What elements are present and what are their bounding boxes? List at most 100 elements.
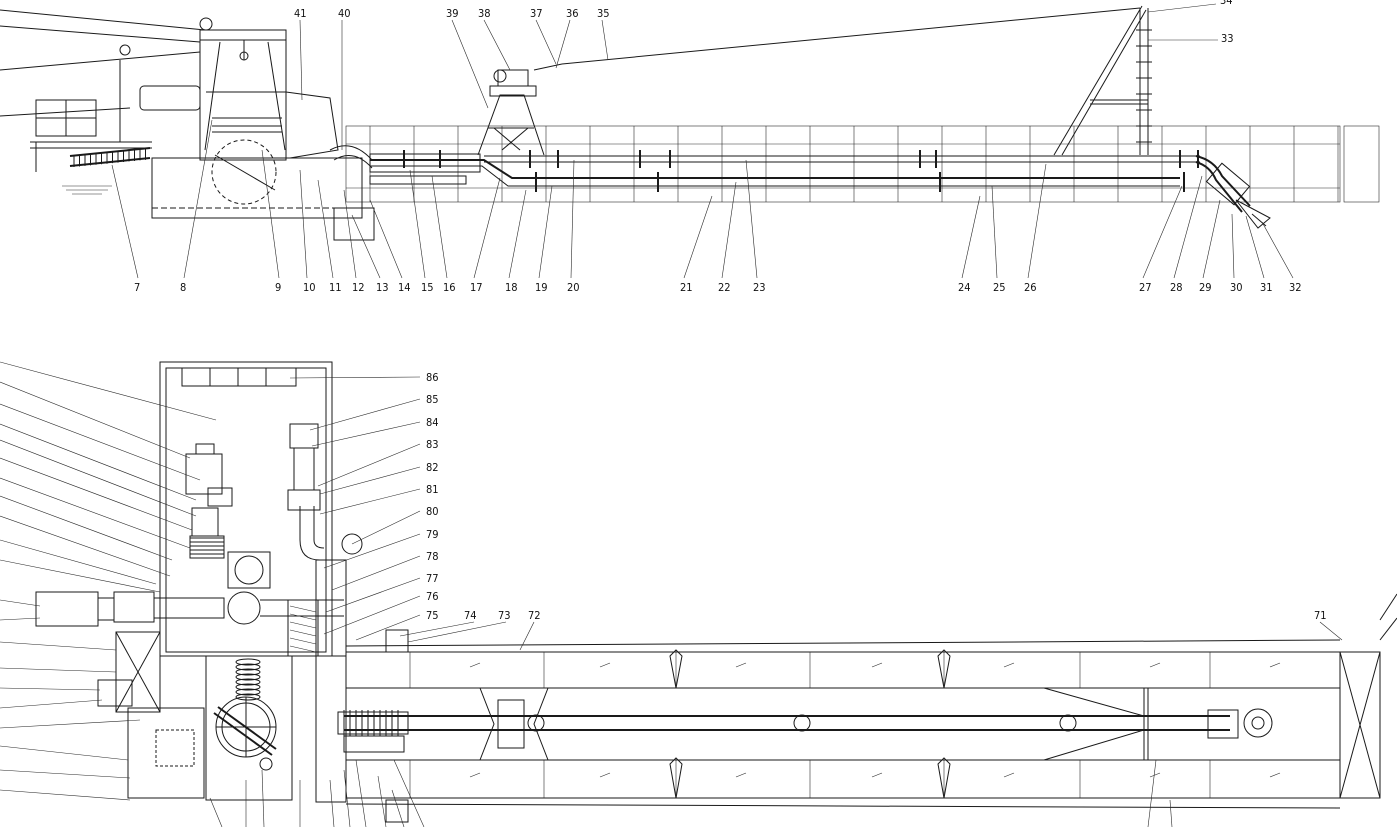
leader-line xyxy=(323,533,421,569)
side-label: 26 xyxy=(1024,281,1037,294)
side-label: 35 xyxy=(597,7,610,20)
leader-line xyxy=(570,159,575,279)
side-label: 13 xyxy=(376,281,389,294)
leader-line xyxy=(0,599,41,607)
side-label: 29 xyxy=(1199,281,1212,294)
leader-line xyxy=(1027,163,1047,279)
side-label: 15 xyxy=(421,281,434,294)
leader-line xyxy=(343,769,351,827)
spring-coil xyxy=(235,693,261,701)
frame-mark xyxy=(469,662,481,668)
pontoon-bulkhead xyxy=(669,649,683,689)
hatch-line xyxy=(289,637,317,645)
leader-line xyxy=(1169,799,1173,827)
side-label: 39 xyxy=(446,7,459,20)
leader-line xyxy=(0,699,103,709)
side-label: 14 xyxy=(398,281,411,294)
leader-line xyxy=(0,789,131,801)
leader-line xyxy=(299,19,303,101)
hatch-line xyxy=(289,605,317,613)
leader-line xyxy=(289,376,421,379)
leader-line xyxy=(0,667,117,673)
side-label: 38 xyxy=(478,7,491,20)
leader-line xyxy=(1173,175,1203,279)
frame-mark xyxy=(1003,662,1015,668)
hatch-line xyxy=(289,621,317,629)
leader-line xyxy=(961,195,981,279)
leader-line xyxy=(1147,759,1157,827)
hatch-line xyxy=(289,645,317,653)
partition-panel xyxy=(287,559,347,803)
frame-mark xyxy=(735,772,747,778)
leader-line xyxy=(0,769,131,779)
pontoon-frame-grid xyxy=(345,125,1380,203)
side-label: 17 xyxy=(470,281,483,294)
leader-line xyxy=(317,443,421,487)
leader-line xyxy=(323,595,421,635)
leader-line xyxy=(209,797,223,827)
leader-line xyxy=(519,621,535,651)
plan-label: 72 xyxy=(528,609,541,622)
rigging-wires xyxy=(0,7,1141,117)
spring-coil xyxy=(235,658,261,666)
leader-line xyxy=(0,361,217,421)
leader-line xyxy=(0,515,171,577)
flexible-hose-left xyxy=(69,147,151,167)
leader-line xyxy=(0,539,157,585)
gantry-a-frame xyxy=(477,63,563,156)
pontoon-bulkhead xyxy=(937,757,951,799)
leader-line xyxy=(1231,213,1235,279)
plan-label: 73 xyxy=(498,609,511,622)
side-label: 21 xyxy=(680,281,693,294)
side-label: 34 xyxy=(1220,0,1233,7)
plan-label: 86 xyxy=(426,371,439,384)
machinery-house xyxy=(159,361,333,657)
leader-line xyxy=(355,614,421,641)
plan-label: 74 xyxy=(464,609,477,622)
leader-line xyxy=(0,403,201,481)
main-hull xyxy=(151,157,375,241)
spring-coil xyxy=(235,678,261,686)
leader-line xyxy=(391,789,405,827)
leader-line xyxy=(261,769,265,827)
plan-label: 76 xyxy=(426,590,439,603)
cutter-ladder xyxy=(1195,155,1271,229)
side-bottom-labels: 7 8 9 10 11 12 13 14 15 16 17 18 19 20 2… xyxy=(134,281,1302,294)
leader-line xyxy=(451,19,489,109)
leader-line xyxy=(538,185,553,279)
side-label: 36 xyxy=(566,7,579,20)
pontoon-bulkhead xyxy=(669,757,683,799)
leader-line xyxy=(0,745,129,761)
frame-mark xyxy=(1003,772,1015,778)
leader-line xyxy=(0,423,197,501)
leader-line xyxy=(0,439,197,517)
plan-leader-lines xyxy=(209,376,1343,827)
leader-line xyxy=(0,381,191,459)
leader-line xyxy=(299,169,308,279)
side-label: 40 xyxy=(338,7,351,20)
frame-mark xyxy=(599,772,611,778)
side-label: 18 xyxy=(505,281,518,294)
leader-line xyxy=(355,759,367,827)
leader-line xyxy=(0,641,117,651)
leader-line xyxy=(377,775,387,827)
leader-line xyxy=(407,621,507,643)
side-label: 9 xyxy=(275,281,281,294)
leader-line xyxy=(0,719,141,729)
frame-mark xyxy=(599,662,611,668)
plan-label: 85 xyxy=(426,393,439,406)
plan-label: 84 xyxy=(426,416,439,429)
side-label: 33 xyxy=(1221,32,1234,45)
leader-line xyxy=(991,185,998,279)
frame-mark xyxy=(871,772,883,778)
side-label: 19 xyxy=(535,281,548,294)
engine-pump-set xyxy=(185,423,363,589)
plan-label: 77 xyxy=(426,572,439,585)
leader-line xyxy=(319,488,421,515)
side-label: 30 xyxy=(1230,281,1243,294)
leader-line xyxy=(351,510,421,545)
side-label: 10 xyxy=(303,281,316,294)
plan-top-labels: 74 73 72 71 xyxy=(464,609,1327,622)
leader-line xyxy=(1245,215,1265,279)
